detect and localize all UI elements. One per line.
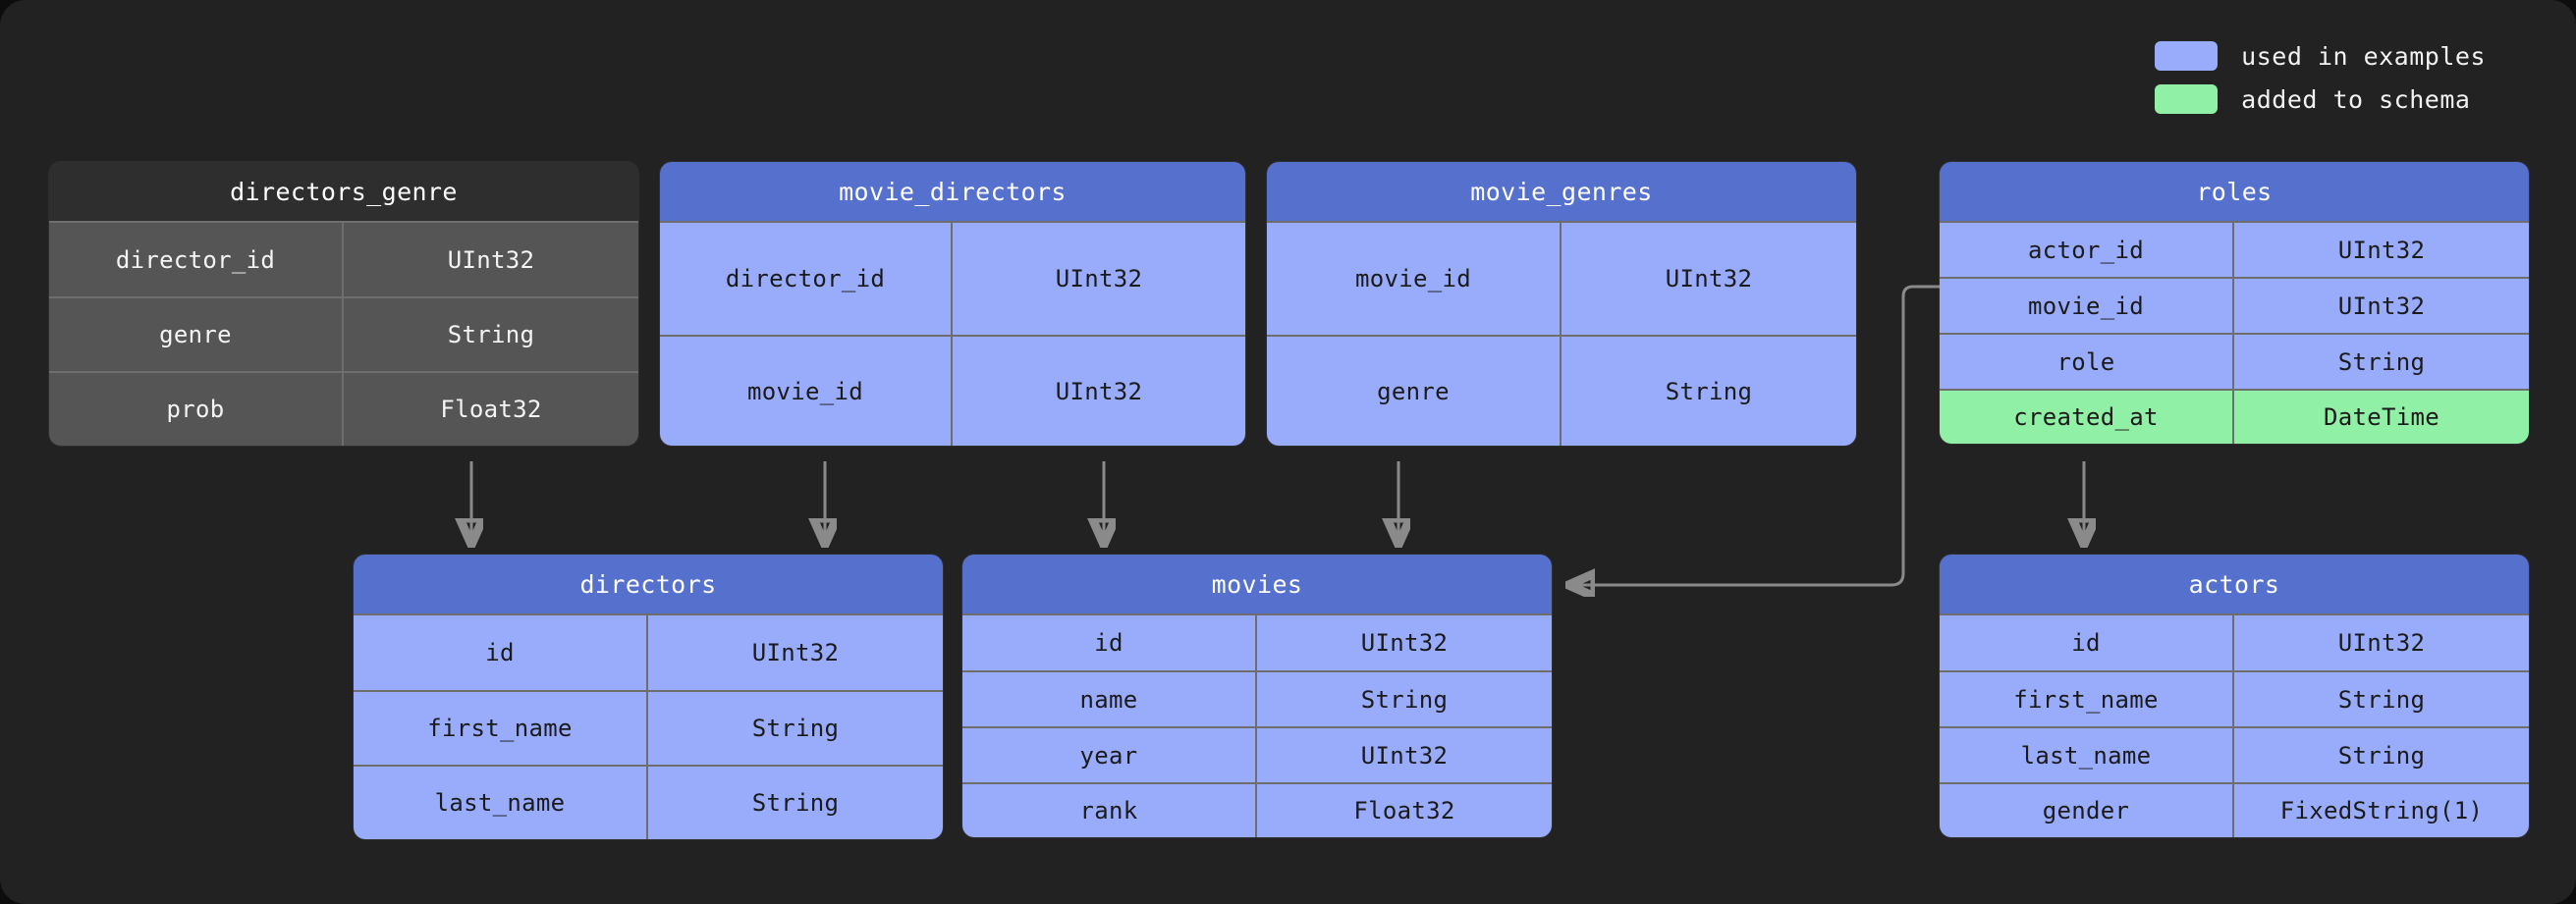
- table-directors_genre[interactable]: directors_genre director_id UInt32 genre…: [49, 162, 638, 446]
- column-name: last_name: [354, 767, 648, 839]
- column-name: genre: [49, 298, 344, 371]
- table-row[interactable]: actor_id UInt32: [1940, 223, 2529, 277]
- column-type: String: [751, 715, 840, 742]
- column-type: UInt32: [1055, 265, 1143, 292]
- column-type: UInt32: [1360, 629, 1449, 657]
- column-name: movie_id: [1267, 223, 1562, 335]
- column-name: movie_id: [660, 337, 953, 446]
- table-title-movie_directors: movie_directors: [660, 162, 1245, 223]
- column-name: id: [962, 615, 1257, 670]
- table-row[interactable]: movie_id UInt32: [1267, 223, 1856, 335]
- table-row[interactable]: id UInt32: [354, 615, 943, 690]
- column-type: String: [1360, 685, 1449, 714]
- table-actors[interactable]: actors id UInt32 first_name String last_…: [1940, 555, 2529, 837]
- table-roles[interactable]: roles actor_id UInt32 movie_id UInt32 ro…: [1940, 162, 2529, 444]
- column-name: actor_id: [1940, 223, 2234, 277]
- table-row[interactable]: first_name String: [1940, 670, 2529, 726]
- table-row[interactable]: last_name String: [1940, 726, 2529, 782]
- column-name: prob: [49, 373, 344, 446]
- column-name: movie_id: [1940, 279, 2234, 333]
- column-name: last_name: [1940, 728, 2234, 782]
- table-row[interactable]: director_id UInt32: [660, 223, 1245, 335]
- column-name: created_at: [1940, 391, 2234, 444]
- column-type: String: [2337, 347, 2426, 376]
- column-name: first_name: [354, 692, 648, 765]
- legend-swatch-added-to-schema: [2155, 84, 2219, 114]
- column-name: genre: [1267, 337, 1562, 446]
- table-title-directors_genre: directors_genre: [49, 162, 638, 223]
- legend: used in examples added to schema: [2155, 41, 2486, 114]
- column-type: FixedString(1): [2279, 797, 2484, 824]
- column-type: UInt32: [2337, 629, 2426, 657]
- column-name: director_id: [49, 223, 344, 296]
- table-row[interactable]: movie_id UInt32: [1940, 277, 2529, 333]
- column-type: String: [2337, 685, 2426, 714]
- table-title-actors: actors: [1940, 555, 2529, 615]
- column-name: id: [354, 615, 648, 690]
- column-type: UInt32: [1055, 377, 1143, 405]
- table-title-movie_genres: movie_genres: [1267, 162, 1856, 223]
- column-type: DateTime: [2324, 403, 2439, 431]
- column-type: Float32: [1353, 797, 1455, 824]
- table-row[interactable]: id UInt32: [962, 615, 1552, 670]
- table-movies[interactable]: movies id UInt32 name String year UInt32…: [962, 555, 1552, 837]
- column-type: String: [447, 321, 535, 348]
- column-name: name: [962, 672, 1257, 726]
- legend-swatch-used-in-examples: [2155, 41, 2219, 71]
- table-title-roles: roles: [1940, 162, 2529, 223]
- table-movie_genres[interactable]: movie_genres movie_id UInt32 genre Strin…: [1267, 162, 1856, 446]
- column-type: UInt32: [2337, 292, 2426, 320]
- column-name: year: [962, 728, 1257, 782]
- column-name: rank: [962, 784, 1257, 837]
- table-row[interactable]: name String: [962, 670, 1552, 726]
- column-name: gender: [1940, 784, 2234, 837]
- table-row-added[interactable]: created_at DateTime: [1940, 389, 2529, 444]
- column-name: first_name: [1940, 672, 2234, 726]
- table-row[interactable]: movie_id UInt32: [660, 335, 1245, 446]
- table-row[interactable]: rank Float32: [962, 782, 1552, 837]
- column-type: Float32: [440, 396, 542, 423]
- legend-label-used-in-examples: used in examples: [2241, 41, 2486, 71]
- table-row[interactable]: director_id UInt32: [49, 223, 638, 296]
- table-directors[interactable]: directors id UInt32 first_name String la…: [354, 555, 943, 839]
- legend-item-used-in-examples: used in examples: [2155, 41, 2486, 71]
- table-row[interactable]: first_name String: [354, 690, 943, 765]
- column-type: String: [1665, 377, 1753, 405]
- table-row[interactable]: role String: [1940, 333, 2529, 389]
- table-row[interactable]: last_name String: [354, 765, 943, 839]
- legend-label-added-to-schema: added to schema: [2241, 84, 2471, 114]
- column-name: role: [1940, 335, 2234, 389]
- table-row[interactable]: year UInt32: [962, 726, 1552, 782]
- table-row[interactable]: prob Float32: [49, 371, 638, 446]
- table-row[interactable]: id UInt32: [1940, 615, 2529, 670]
- column-type: UInt32: [2337, 236, 2426, 264]
- column-type: UInt32: [447, 245, 535, 274]
- table-row[interactable]: genre String: [1267, 335, 1856, 446]
- column-type: UInt32: [751, 639, 840, 666]
- column-type: String: [751, 789, 840, 817]
- table-title-directors: directors: [354, 555, 943, 615]
- legend-item-added-to-schema: added to schema: [2155, 84, 2486, 114]
- column-name: id: [1940, 615, 2234, 670]
- column-type: String: [2337, 741, 2426, 770]
- column-type: UInt32: [1360, 741, 1449, 770]
- column-type: UInt32: [1665, 265, 1753, 292]
- clipped-bottom-text: ~~~~~~~~~~~~~~~~~~~~~~~~~~~~~~~~~~~~~~~~…: [0, 896, 2576, 904]
- table-row[interactable]: gender FixedString(1): [1940, 782, 2529, 837]
- table-title-movies: movies: [962, 555, 1552, 615]
- table-row[interactable]: genre String: [49, 296, 638, 371]
- column-name: director_id: [660, 223, 953, 335]
- table-movie_directors[interactable]: movie_directors director_id UInt32 movie…: [660, 162, 1245, 446]
